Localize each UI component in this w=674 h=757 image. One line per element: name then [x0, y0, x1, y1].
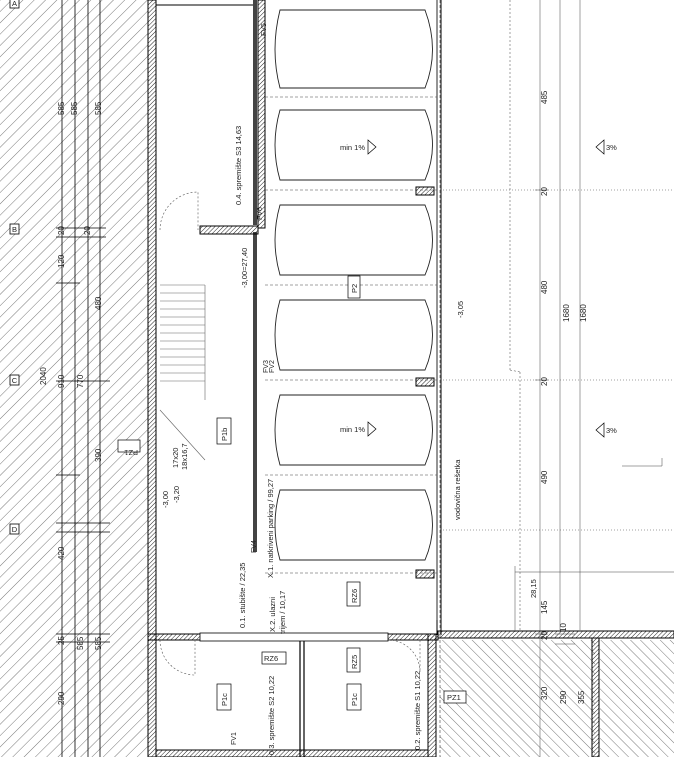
tag-p1c-right: P1c	[350, 693, 359, 706]
tag-fv3: FV3	[263, 360, 270, 373]
dimension-label: 480	[94, 296, 103, 310]
room-trijem: trijem / 10,17	[278, 591, 287, 634]
building-walls	[147, 0, 674, 757]
tag-pz1-right: PZ1	[447, 693, 461, 702]
tag-p2: P2	[350, 284, 359, 293]
parked-cars	[274, 9, 433, 561]
drain-note: vodovična rešetka	[453, 459, 462, 520]
slope-min1-a: min 1%	[340, 143, 365, 152]
room-spremiste-s1: 0.2. spremište S1 10,22	[413, 671, 422, 750]
room-spremiste-s3: 0.4. spremište S3 14,63	[234, 126, 243, 205]
slope-pct-a: 3%	[606, 143, 617, 152]
dimension-label: 290	[559, 690, 568, 704]
tag-rz6: RZ6	[264, 654, 278, 663]
dimension-label: 290	[57, 691, 66, 705]
grid-c: C	[12, 376, 18, 385]
slope-pct-b: 3%	[606, 426, 617, 435]
level-l5: 28,15	[529, 579, 538, 598]
dimension-label: 20	[540, 631, 549, 640]
dimension-label: 20	[540, 187, 549, 196]
level-l2: -3,00	[161, 491, 170, 508]
tag-rz5: RZ5	[350, 655, 359, 669]
dimension-label: 120	[57, 254, 66, 268]
tag-pz1: PZ1	[124, 448, 138, 457]
tag-fv6: FV6	[257, 207, 264, 220]
dimension-label: 490	[540, 470, 549, 484]
dimension-label: 355	[577, 690, 586, 704]
dimension-label: 25	[57, 636, 66, 645]
tag-rz6-top: RZ6	[350, 589, 359, 603]
dimension-label: 1680	[579, 304, 588, 322]
dimension-label: 20	[540, 377, 549, 386]
dimension-label: 390	[94, 448, 103, 462]
dimension-label: 485	[540, 90, 549, 104]
dimension-label: 585	[94, 636, 103, 650]
level-l3: -3,20	[172, 486, 181, 503]
dimension-label: 10	[559, 623, 568, 632]
window-labels: FV5 FV6 FV3 FV2 FV4 FV1	[231, 23, 276, 745]
dimension-label: 2040	[39, 367, 48, 385]
level-l4: -3,05	[456, 301, 465, 318]
room-tags: P2 P1b PZ1 RZ6 RZ6 RZ5 P1c P1c PZ1	[117, 275, 467, 711]
hatch-bottom-far-right	[600, 640, 674, 757]
level-l1: -3,00=27,40	[240, 248, 249, 288]
room-labels: 0.4. spremište S3 14,63 X.1. natkriveni …	[234, 126, 462, 755]
dimension-label: 145	[540, 600, 549, 614]
tag-p1c-left: P1c	[220, 693, 229, 706]
slope-min1-b: min 1%	[340, 425, 365, 434]
grid-bubbles: A B C D	[9, 0, 20, 535]
dimension-label: 320	[540, 686, 549, 700]
tag-fv4: FV4	[251, 540, 258, 553]
grid-d: D	[12, 525, 18, 534]
tag-fv1: FV1	[231, 732, 238, 745]
right-dimension-texts: 485 20 480 20 490 145 20 320 290 1680 16…	[540, 90, 588, 704]
dimension-label: 585	[94, 101, 103, 115]
dimension-label: 20	[57, 226, 66, 235]
stair-size-2: 18x16,7	[180, 443, 189, 470]
grid-b: B	[12, 225, 17, 234]
dimension-label: 20	[83, 226, 92, 235]
dimension-label: 1680	[562, 304, 571, 322]
dimension-label: 770	[76, 374, 85, 388]
left-dimension-texts: 585 585 585 20 120 480 20 2040 910 770 3…	[39, 101, 103, 705]
hatch-left	[0, 0, 148, 757]
room-stubiste: 0.1. stubište / 22,35	[238, 563, 247, 628]
room-ulazni: X.2. ulazni	[268, 597, 277, 632]
dimension-label: 585	[57, 101, 66, 115]
room-parking: X.1. natkriveni parking / 99,27	[266, 479, 275, 578]
tag-fv2: FV2	[269, 360, 276, 373]
grid-a: A	[12, 0, 17, 8]
room-spremiste-s2: 0.3. spremište S2 10,22	[267, 676, 276, 755]
stair-size-1: 17x20	[171, 448, 180, 468]
dimension-label: 420	[57, 546, 66, 560]
left-dimension-band	[56, 0, 110, 757]
dimension-label: 585	[70, 101, 79, 115]
dimension-label: 480	[540, 280, 549, 294]
level-labels: -3,00=27,40 -3,00 -3,20 -3,05 28,15 17x2…	[161, 248, 538, 598]
tag-fv5: FV5	[261, 23, 268, 36]
dimension-label: 910	[57, 374, 66, 388]
dimension-label: 585	[76, 636, 85, 650]
tag-p1b: P1b	[220, 428, 229, 441]
slope-markers: min 1% min 1% 3% 3%	[340, 139, 617, 438]
